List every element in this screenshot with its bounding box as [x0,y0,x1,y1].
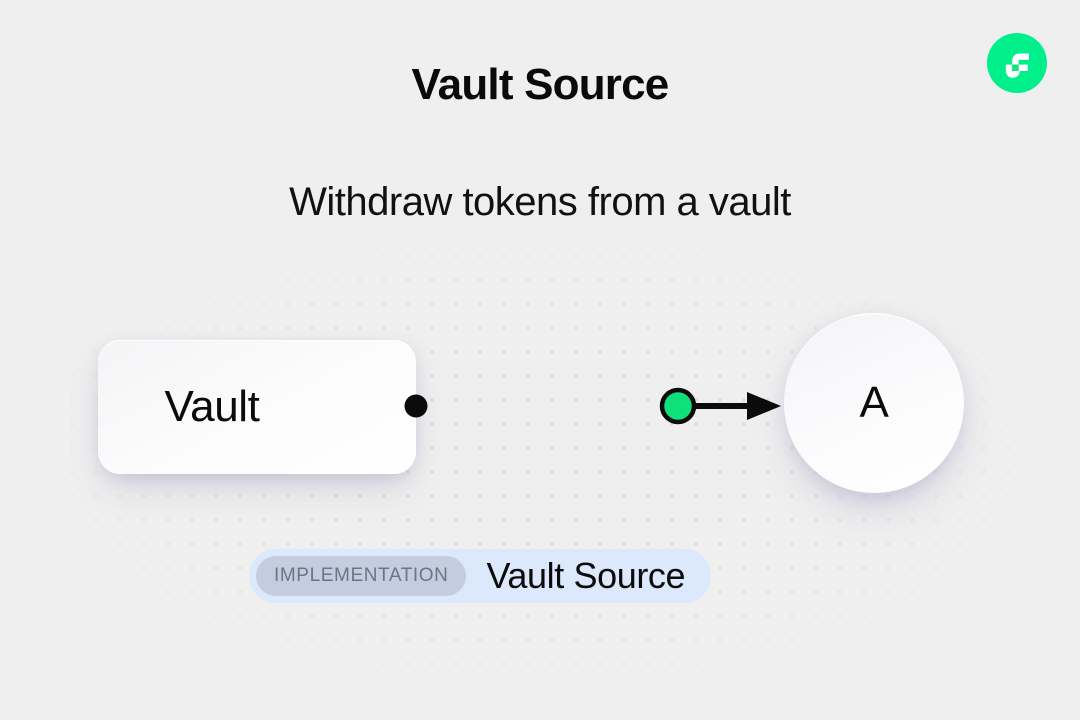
flow-logo-icon [987,33,1047,93]
node-vault[interactable]: Vault [98,340,416,474]
node-a[interactable]: A [784,313,964,493]
page-subtitle: Withdraw tokens from a vault [289,180,791,224]
edge-midpoint-handle[interactable] [659,387,697,425]
implementation-name: Vault Source [486,555,686,596]
implementation-tag: IMPLEMENTATION [256,556,467,596]
node-a-label: A [859,378,889,427]
node-vault-label: Vault [164,382,260,431]
edge-arrowhead-icon [747,392,781,420]
page-title: Vault Source [411,60,670,109]
implementation-badge[interactable]: IMPLEMENTATION Vault Source [249,549,712,603]
